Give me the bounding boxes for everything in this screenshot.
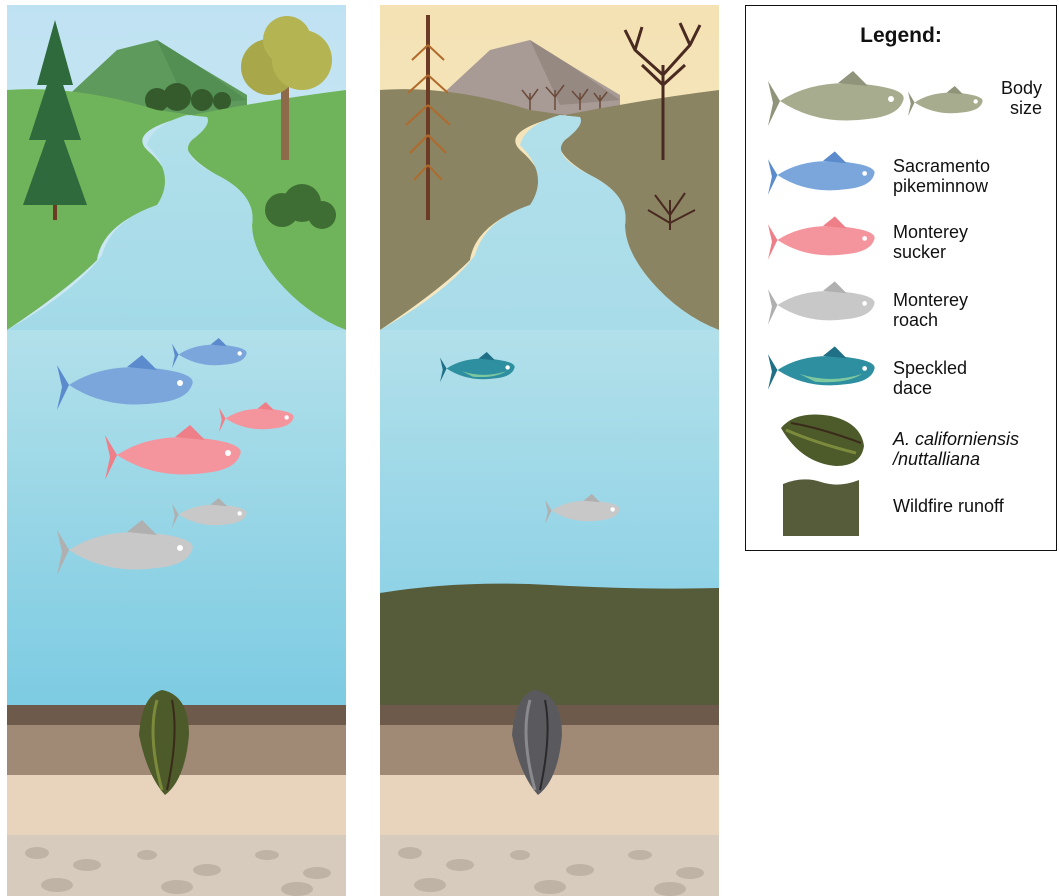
mussel-icon xyxy=(776,408,866,470)
legend-label-sacramento-pikeminnow: Sacramento pikeminnow xyxy=(893,156,990,196)
wildfire-runoff-layer xyxy=(380,584,719,710)
legend-label-monterey-roach: Monterey roach xyxy=(893,290,968,330)
fish-icon-monterey-sucker xyxy=(768,216,878,264)
legend-title: Legend: xyxy=(746,24,1056,48)
after-wildfire-panel xyxy=(380,5,719,896)
fish-icon-monterey-roach xyxy=(768,281,878,329)
legend: Legend: Body size Sacramento pikeminnow … xyxy=(745,5,1057,551)
legend-label-wildfire-runoff: Wildfire runoff xyxy=(893,496,1004,516)
before-wildfire-panel xyxy=(7,5,346,896)
legend-label-mussel: A. californiensis /nuttalliana xyxy=(893,429,1019,469)
runoff-icon xyxy=(783,476,859,536)
legend-label-body-size: Body size xyxy=(976,78,1042,118)
water-body xyxy=(380,330,719,600)
sand-layer xyxy=(380,775,719,835)
legend-label-speckled-dace: Speckled dace xyxy=(893,358,967,398)
fish-icon-speckled-dace xyxy=(768,346,878,394)
sand-layer xyxy=(7,775,346,835)
legend-label-monterey-sucker: Monterey sucker xyxy=(893,222,968,262)
fish-icon-sacramento-pikeminnow xyxy=(768,151,878,199)
fish-body-size-icon xyxy=(768,66,988,136)
